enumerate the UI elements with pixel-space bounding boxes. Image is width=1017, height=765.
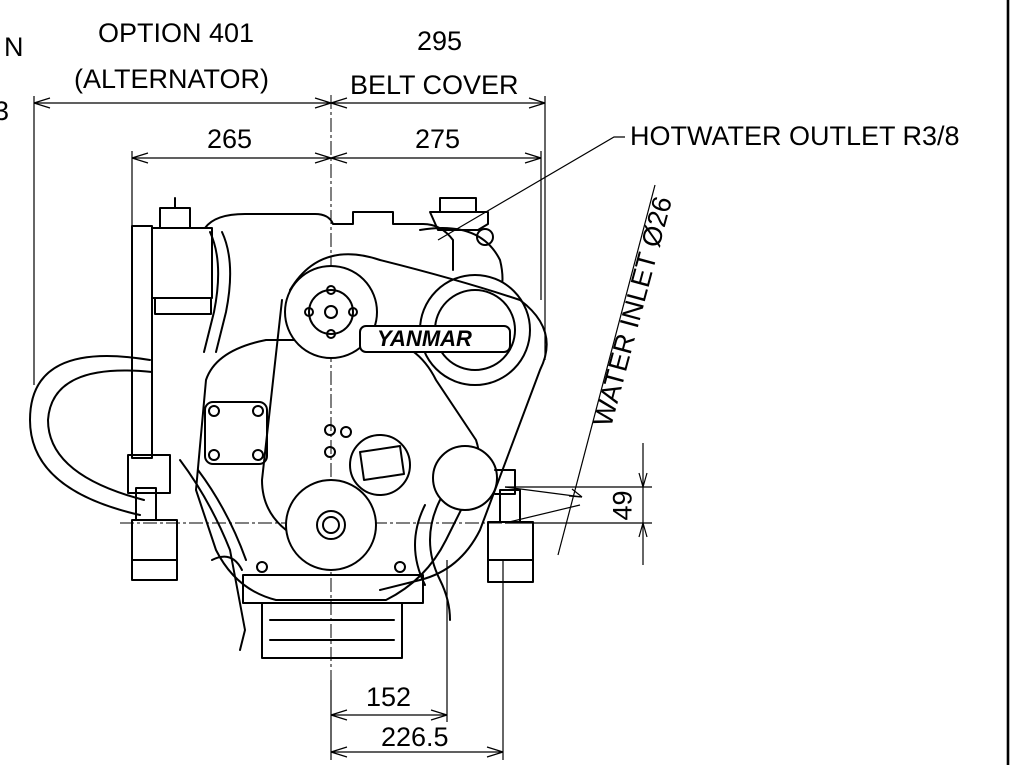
dimension-belt-cover — [330, 96, 546, 360]
dimension-option-401 — [33, 96, 332, 385]
option-401-label: OPTION 401 — [98, 18, 255, 48]
dimension-152 — [330, 560, 448, 722]
dimension-226-5-label: 226.5 — [381, 722, 449, 752]
cut-label-n: N — [4, 32, 24, 62]
belt-cover-label: BELT COVER — [350, 70, 519, 100]
dimension-265-label: 265 — [207, 124, 253, 154]
dimension-275-label: 275 — [415, 124, 461, 154]
dimension-226-5 — [330, 560, 504, 760]
water-inlet-leader — [504, 184, 656, 556]
alternator-label: (ALTERNATOR) — [74, 64, 270, 94]
dimension-265 — [131, 151, 332, 230]
dimension-49-label: 49 — [607, 490, 638, 521]
engine-body — [29, 197, 548, 659]
hotwater-outlet-label: HOTWATER OUTLET R3/8 — [630, 121, 960, 151]
brand-label: YANMAR — [377, 326, 472, 351]
dimension-275 — [330, 151, 542, 300]
belt-cover-dimension: 295 — [417, 26, 463, 56]
hotwater-leader — [437, 136, 625, 241]
cut-label-3: 3 — [0, 96, 10, 126]
dimension-152-label: 152 — [366, 682, 412, 712]
